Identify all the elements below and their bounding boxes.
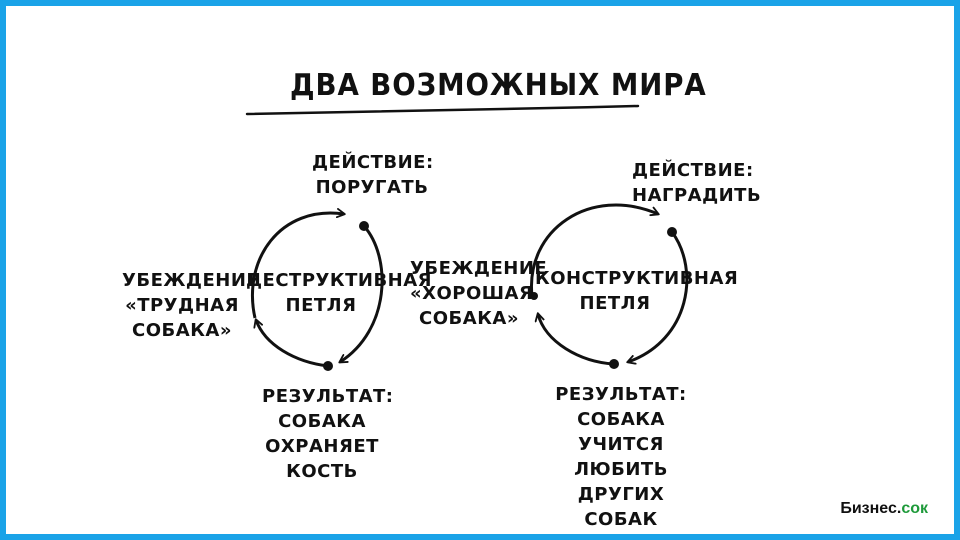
left-result-label: РЕЗУЛЬТАТ: СОБАКА ОХРАНЯЕТ КОСТЬ	[262, 386, 394, 482]
arc-action-to-result	[340, 225, 384, 362]
slide	[6, 6, 954, 534]
arc-belief-to-action	[530, 203, 658, 297]
title-underline	[245, 104, 640, 116]
right-action-label: ДЕЙСТВИЕ: НАГРАДИТЬ	[632, 160, 762, 206]
left-loop-name: ДЕСТРУКТИВНАЯ ПЕТЛЯ	[246, 270, 433, 316]
constructive-loop	[530, 203, 689, 369]
right-belief-label: УБЕЖДЕНИЕ «ХОРОШАЯ СОБАКА»	[410, 258, 548, 329]
arc-action-to-result	[628, 231, 689, 362]
arc-result-to-belief	[256, 320, 329, 368]
node-action	[359, 221, 369, 231]
node-action	[667, 227, 677, 237]
node-belief	[530, 292, 538, 300]
destructive-loop	[250, 213, 384, 371]
left-belief-label: УБЕЖДЕНИЕ «ТРУДНАЯ СОБАКА»	[122, 270, 260, 341]
node-result	[323, 361, 333, 371]
brand-text-accent: сок	[901, 500, 928, 517]
diagram-title: ДВА ВОЗМОЖНЫХ МИРА	[290, 68, 707, 103]
arc-belief-to-action	[250, 213, 344, 319]
right-loop-name: КОНСТРУКТИВНАЯ ПЕТЛЯ	[535, 268, 739, 314]
left-action-label: ДЕЙСТВИЕ: ПОРУГАТЬ	[312, 152, 434, 198]
brand-logo: Бизнес.сок	[840, 500, 928, 518]
right-result-label: РЕЗУЛЬТАТ: СОБАКА УЧИТСЯ ЛЮБИТЬ ДРУГИХ С…	[555, 384, 687, 530]
brand-text-main: Бизнес.	[840, 500, 902, 517]
node-result	[609, 359, 619, 369]
arc-result-to-belief	[538, 314, 615, 366]
